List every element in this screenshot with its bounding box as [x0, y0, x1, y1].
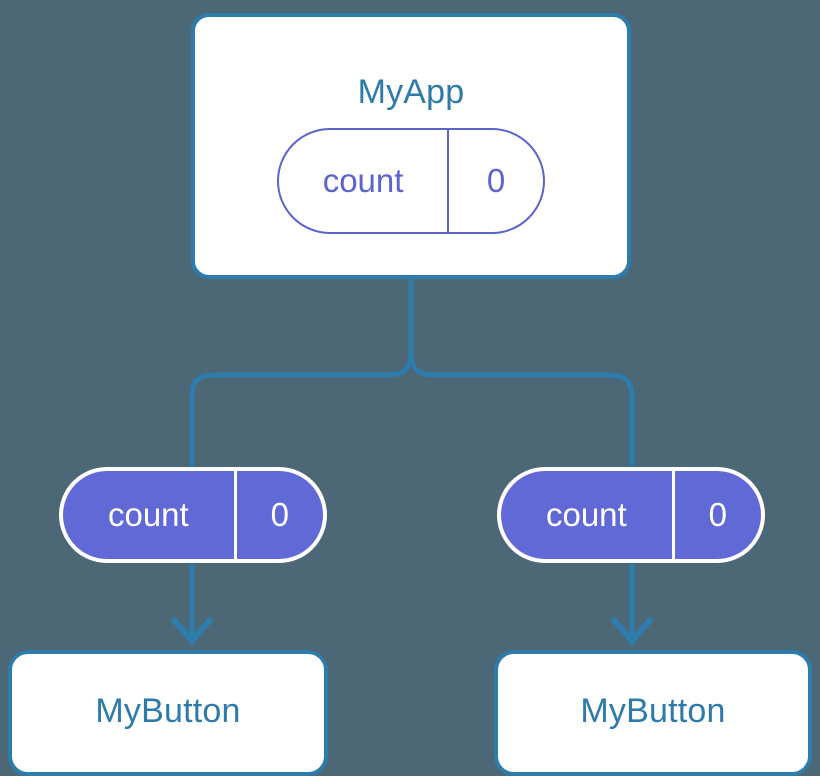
- connector-branch-left: [189, 349, 414, 470]
- component-title-myapp: MyApp: [357, 73, 465, 111]
- state-pill-child-0[interactable]: count 0: [59, 467, 327, 563]
- arrow-head-down-right-icon: [611, 617, 653, 644]
- state-pill-key: count: [107, 496, 189, 533]
- component-title-mybutton: MyButton: [95, 692, 241, 730]
- state-pill-value: 0: [671, 471, 761, 559]
- component-box-mybutton-0[interactable]: MyButton: [8, 650, 328, 776]
- state-pill-key: count: [545, 496, 627, 533]
- state-pill-value: 0: [233, 471, 323, 559]
- state-pill-key: count: [322, 162, 404, 199]
- state-pill-child-1[interactable]: count 0: [497, 467, 765, 563]
- arrow-head-down-left-icon: [171, 617, 213, 644]
- state-pill-myapp[interactable]: count 0: [277, 128, 545, 234]
- component-box-mybutton-1[interactable]: MyButton: [494, 650, 812, 776]
- state-pill-value: 0: [447, 130, 543, 232]
- connector-branch-right: [408, 349, 635, 470]
- component-title-mybutton: MyButton: [580, 692, 726, 730]
